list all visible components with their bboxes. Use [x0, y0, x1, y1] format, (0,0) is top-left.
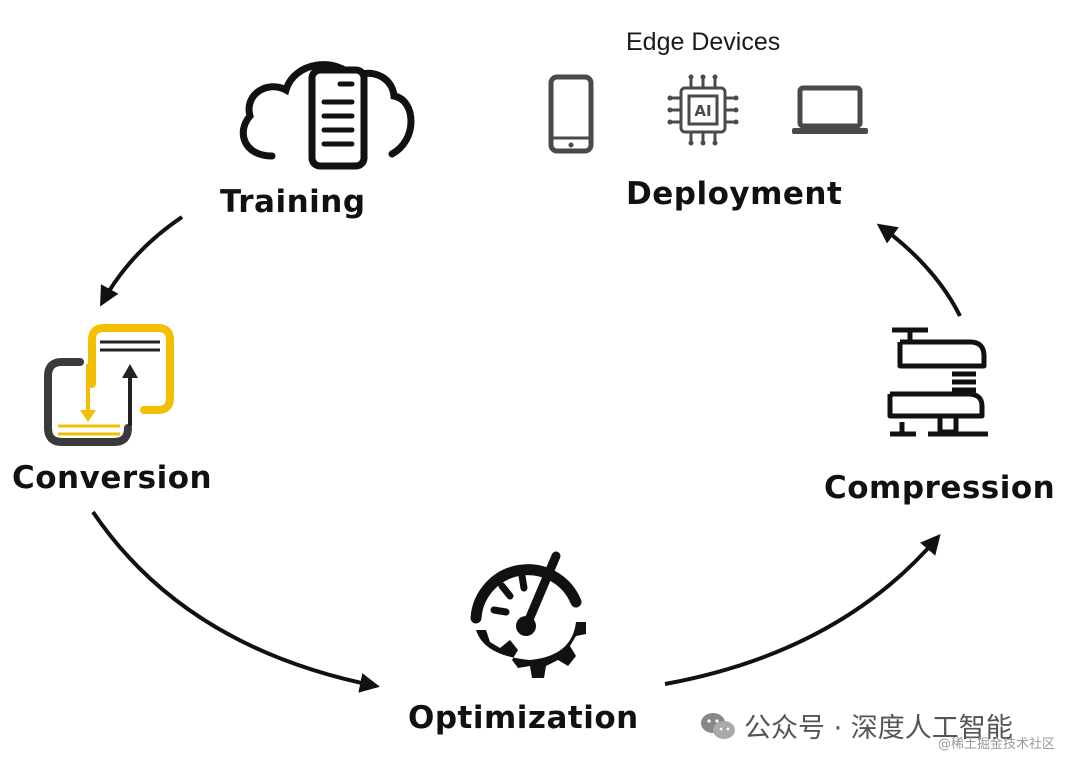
wechat-icon	[701, 712, 735, 739]
compression-clamp-icon	[887, 327, 988, 437]
stage-label-compression: Compression	[824, 470, 1056, 506]
watermark-text: 公众号 · 深度人工智能	[744, 713, 1013, 744]
stage-label-training: Training	[220, 184, 366, 220]
stage-label-optimization: Optimization	[408, 700, 639, 736]
conversion-icon	[44, 324, 174, 446]
arrow-compression-to-deployment	[876, 223, 962, 317]
stage-label-conversion: Conversion	[12, 460, 213, 496]
speedometer-gear-icon	[470, 551, 586, 678]
watermark-subtext: @稀土掘金技术社区	[938, 737, 1056, 752]
laptop-icon	[792, 85, 868, 134]
chip-label: AI	[694, 102, 711, 120]
arrow-conversion-to-optimization	[91, 510, 380, 693]
stage-label-deployment: Deployment	[626, 176, 843, 212]
smartphone-icon	[548, 74, 594, 154]
cloud-server-icon	[239, 61, 415, 170]
arrow-training-to-conversion	[100, 215, 184, 307]
watermark: 公众号 · 深度人工智能	[700, 706, 1013, 745]
edge-devices-caption: Edge Devices	[626, 28, 781, 56]
ai-chip-icon: AI	[667, 74, 739, 146]
arrow-optimization-to-compression	[664, 533, 941, 686]
